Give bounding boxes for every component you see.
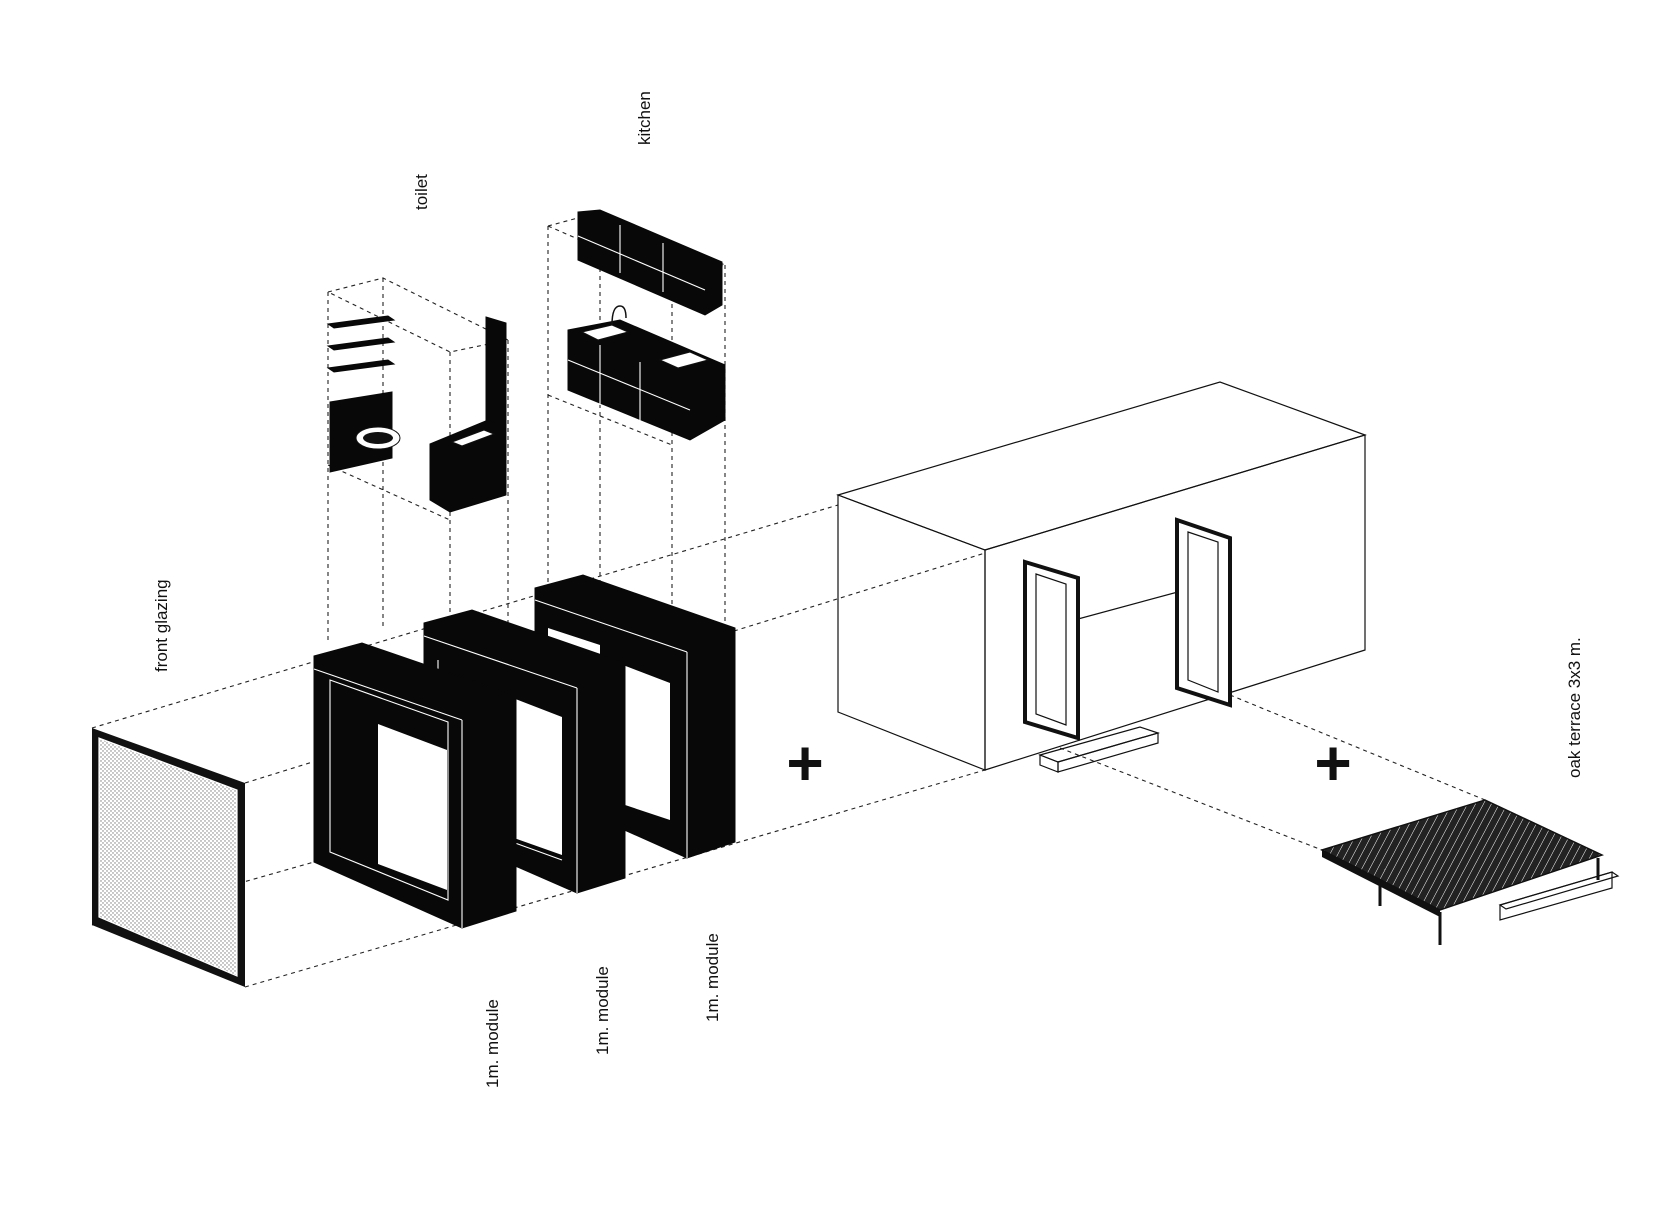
module-frame-1 xyxy=(313,642,517,929)
cabin-step xyxy=(1038,726,1161,773)
cabin-shell xyxy=(836,381,1367,771)
label-module-3: 1m. module xyxy=(703,933,722,1022)
label-toilet: toilet xyxy=(412,174,431,210)
dashed-guides xyxy=(91,211,1486,988)
toilet-fixtures xyxy=(326,315,507,513)
front-glazing-panel xyxy=(92,728,245,987)
plus-symbol-1: + xyxy=(786,727,823,799)
label-module-2: 1m. module xyxy=(593,966,612,1055)
label-kitchen: kitchen xyxy=(635,91,654,145)
label-module-1: 1m. module xyxy=(483,999,502,1088)
cabin-door-right xyxy=(1175,517,1232,708)
label-oak-terrace: oak terrace 3x3 m. xyxy=(1565,637,1584,778)
cabin-door-left xyxy=(1023,559,1080,741)
oak-terrace xyxy=(1320,799,1620,945)
plus-symbol-2: + xyxy=(1314,727,1351,799)
kitchen-units xyxy=(567,209,726,441)
label-front-glazing: front glazing xyxy=(152,579,171,672)
